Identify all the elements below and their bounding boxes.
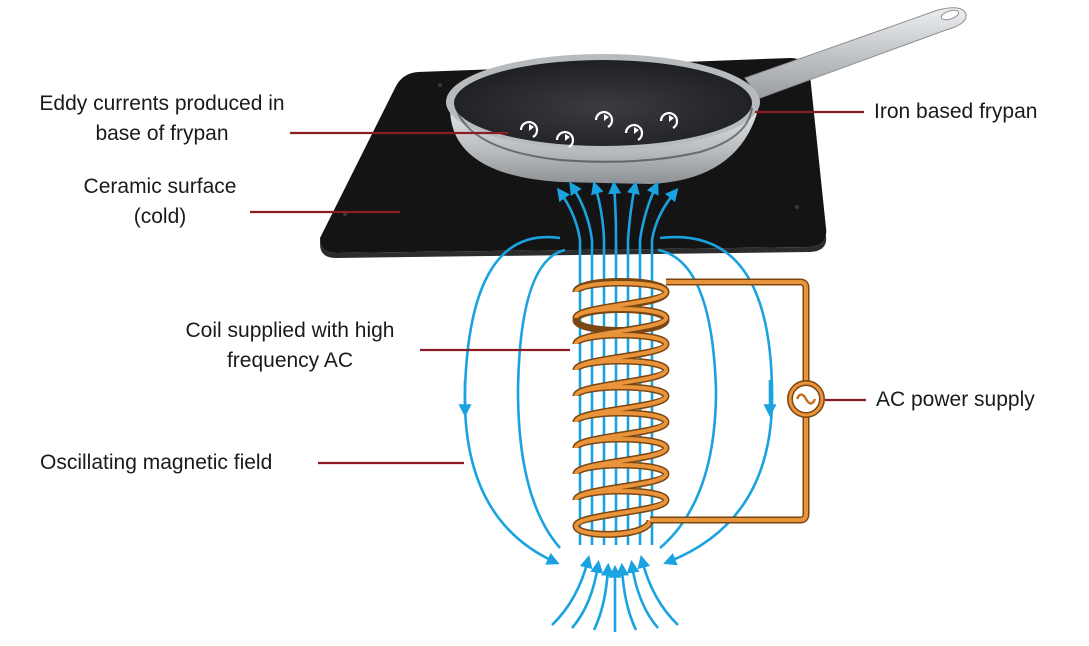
coil	[572, 278, 810, 538]
field-loop-outer-left	[463, 235, 561, 565]
field-loop-inner-left	[516, 248, 566, 549]
coil-label: Coil supplied with high frequency AC	[160, 316, 420, 376]
ceramic-surface-label-line2: (cold)	[133, 205, 187, 228]
eddy-current-icon	[594, 111, 614, 128]
field-loop-outer-right	[659, 235, 774, 566]
eddy-current-icon	[555, 131, 575, 148]
magnetic-field-label: Oscillating magnetic field	[40, 451, 273, 474]
coil-helix	[573, 281, 669, 537]
frypan	[446, 54, 760, 184]
eddy-currents	[519, 111, 679, 148]
leader-lines	[250, 110, 866, 465]
eddy-currents-label-line1: Eddy currents produced in	[39, 92, 285, 115]
eddy-current-icon	[519, 121, 539, 138]
power-supply-label: AC power supply	[876, 388, 1035, 411]
eddy-current-icon	[624, 124, 644, 141]
ceramic-surface-label-line1: Ceramic surface	[83, 175, 237, 198]
magnetic-field-lines	[458, 180, 777, 632]
coil-lead-bottom	[650, 416, 810, 524]
frypan-label: Iron based frypan	[874, 100, 1038, 123]
field-loop-inner-right	[657, 248, 718, 549]
ac-power-supply-icon	[787, 380, 825, 418]
eddy-current-icon	[659, 112, 679, 129]
coil-lead-top	[666, 278, 810, 382]
coil-label-line1: Coil supplied with high	[185, 319, 395, 342]
eddy-currents-label-line2: base of frypan	[95, 122, 229, 145]
ceramic-surface-label: Ceramic surface (cold)	[70, 172, 250, 232]
eddy-currents-label: Eddy currents produced in base of frypan	[14, 89, 310, 149]
coil-label-line2: frequency AC	[226, 349, 354, 372]
pan-handle	[737, 7, 967, 107]
